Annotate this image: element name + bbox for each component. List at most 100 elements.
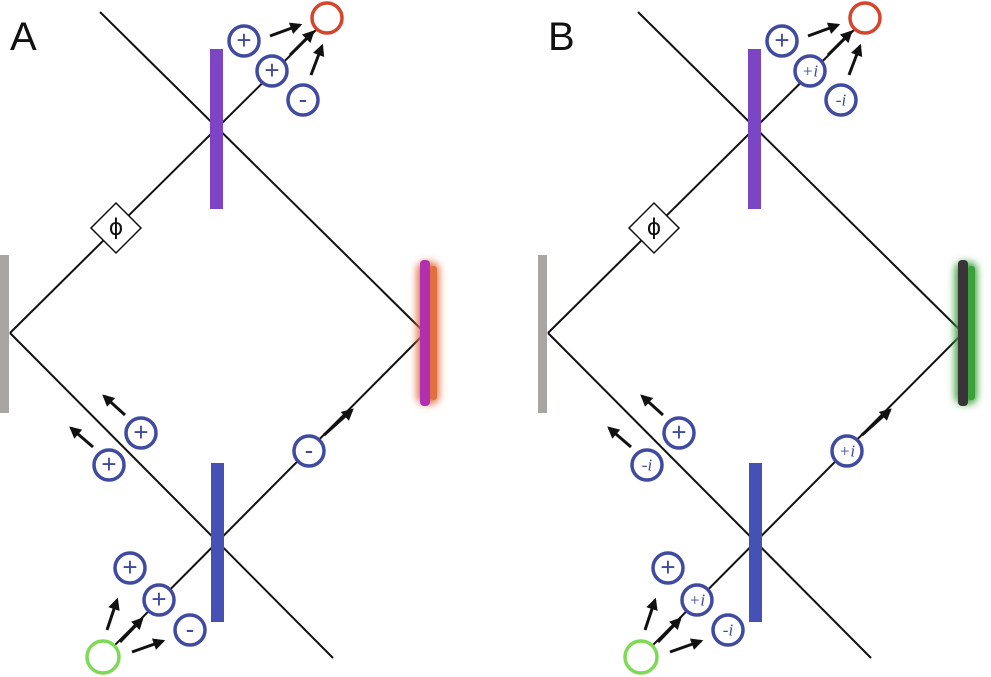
phase-chip: -i (630, 448, 664, 482)
source-circle (85, 639, 121, 675)
chip-label: -i (836, 91, 847, 110)
phase-chip: + (124, 416, 158, 450)
lower-beam-splitter (749, 463, 762, 622)
chip-circle (630, 448, 664, 482)
panel-label: B (548, 15, 575, 59)
detector-circle (310, 1, 344, 35)
chip-label: +i (839, 442, 855, 461)
phase-chip: + (662, 416, 696, 450)
chip-circle (662, 416, 696, 450)
phase-chip: + (651, 551, 685, 585)
arrow-icon (826, 30, 853, 57)
chip-label: -i (642, 456, 653, 475)
phase-chip: + (113, 551, 147, 585)
beam-upper-right (99, 11, 426, 334)
chip-circle (824, 83, 858, 117)
phase-chip: + (227, 24, 261, 58)
phase-chip: - (292, 434, 326, 468)
chip-circle (292, 434, 326, 468)
arrow-icon (288, 30, 315, 57)
chip-circle (124, 416, 158, 450)
right-mirror (955, 260, 977, 406)
phase-chip: -i (824, 83, 858, 117)
arrow-icon (105, 597, 120, 631)
chip-label: + (101, 449, 116, 479)
chip-label: + (660, 552, 675, 582)
chip-circle (173, 613, 207, 647)
phase-shifter-box (89, 201, 143, 255)
source-circle (623, 639, 659, 675)
chip-label: +i (689, 591, 705, 610)
arrow-icon (309, 43, 325, 76)
chip-label: + (264, 55, 279, 85)
chip-circle (92, 448, 126, 482)
panel-label: A (10, 15, 37, 59)
chip-label: + (151, 584, 166, 614)
chip-label: - (186, 614, 195, 644)
arrow-icon (861, 408, 892, 437)
phase-chip: + (92, 448, 126, 482)
detector-circle (848, 1, 882, 35)
beam-upper-right (637, 11, 964, 334)
arrow-icon (269, 22, 303, 38)
chip-label: - (305, 435, 314, 465)
right-mirror-inner (420, 260, 430, 406)
panel-b: Bϕ++i-i-i++i++i-i (538, 1, 977, 675)
arrow-icon (131, 638, 166, 654)
phase-chip: -i (711, 613, 745, 647)
chip-circle (651, 551, 685, 585)
arrow-icon (640, 394, 665, 417)
chip-circle (286, 83, 320, 117)
panel-a: Aϕ++-++-++- (0, 1, 439, 675)
phase-chip: +i (830, 434, 864, 468)
phase-shifter-box (627, 201, 681, 255)
beam-lower-left (547, 332, 872, 659)
arrow-icon (607, 426, 632, 449)
chip-circle (793, 54, 827, 88)
chip-label: + (774, 25, 789, 55)
chip-circle (142, 583, 176, 617)
right-mirror-outer (968, 266, 975, 400)
arrow-icon (643, 597, 658, 631)
chip-label: + (236, 25, 251, 55)
arrow-icon (118, 617, 144, 644)
right-mirror (417, 260, 439, 406)
phase-chip: + (255, 54, 289, 88)
left-mirror (538, 255, 547, 413)
phase-shifter: ϕ (627, 201, 681, 255)
phase-shifter: ϕ (89, 201, 143, 255)
arrow-icon (656, 617, 682, 644)
phase-chip: - (173, 613, 207, 647)
chip-circle (255, 54, 289, 88)
arrow-icon (102, 394, 127, 417)
phase-chip: + (765, 24, 799, 58)
right-mirror-inner (958, 260, 968, 406)
beam-lower-left (9, 332, 334, 659)
arrow-icon (323, 408, 354, 437)
phase-chip: +i (793, 54, 827, 88)
arrow-icon (807, 22, 841, 38)
phase-chip: +i (680, 583, 714, 617)
chip-circle (765, 24, 799, 58)
upper-beam-splitter (748, 49, 761, 209)
chip-circle (711, 613, 745, 647)
chip-circle (113, 551, 147, 585)
arrow-icon (669, 638, 704, 654)
chip-label: + (133, 417, 148, 447)
upper-beam-splitter (210, 49, 223, 209)
phase-chip: - (286, 83, 320, 117)
chip-circle (830, 434, 864, 468)
arrow-icon (847, 43, 863, 76)
chip-label: + (122, 552, 137, 582)
chip-circle (227, 24, 261, 58)
arrow-icon (69, 426, 94, 449)
right-mirror-outer (430, 266, 437, 400)
phase-label: ϕ (109, 216, 124, 241)
chip-label: -i (723, 621, 734, 640)
chip-circle (680, 583, 714, 617)
phase-label: ϕ (647, 216, 662, 241)
chip-label: + (671, 417, 686, 447)
lower-beam-splitter (211, 463, 224, 622)
phase-chip: + (142, 583, 176, 617)
